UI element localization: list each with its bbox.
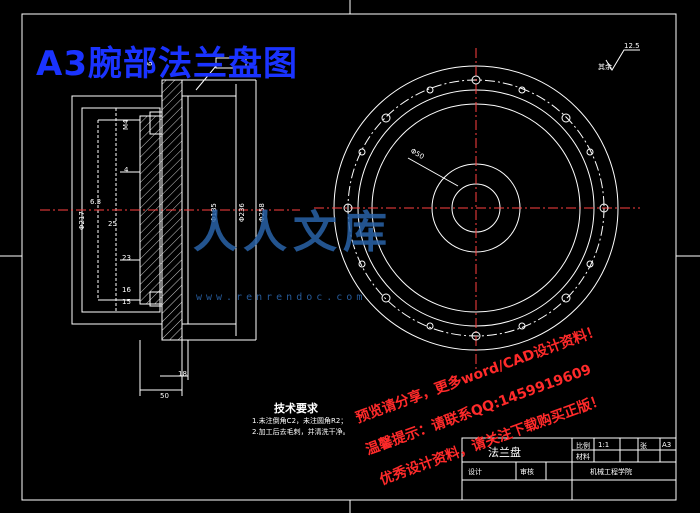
dim-25: 25 [108,220,117,228]
dim-4: 4 [124,166,129,174]
title-block [461,437,677,501]
section-view [40,57,300,396]
school: 机械工程学院 [590,468,632,476]
dim-50: 50 [160,392,169,400]
page-title: A3腕部法兰盘图 [36,44,298,84]
sheet-label: 张 [640,442,647,450]
dim-m4: M4 [122,119,130,131]
checker-label: 审核 [520,468,534,476]
designer-label: 设计 [468,468,482,476]
part-name: 法兰盘 [488,446,521,459]
dim-6-3: 6.3 [90,198,102,206]
dim-18: 18 [178,370,187,378]
scale-value: 1:1 [598,441,610,449]
front-view [314,48,640,372]
tech-requirements: 技术要求 1.未注倒角C2，未注圆角R2； 2.加工后去毛刺，并清洗干净。 [252,400,432,438]
dim-6: 6 [146,61,154,66]
dim-d217: Φ217 [78,211,86,230]
outer-border [21,13,677,501]
dim-15: 15 [122,298,131,306]
watermark-url: www.renrendoc.com [196,292,367,303]
material-label: 材料 [576,453,590,461]
roughness-label: 其余 [598,63,612,71]
dim-16: 16 [122,286,131,294]
dim-23: 23 [122,254,131,262]
sheet-value: A3 [662,441,672,449]
watermark-logo: 人人文库 [193,207,393,258]
tech-title: 技术要求 [274,402,318,415]
scale-label: 比例 [576,442,590,450]
tech-line-2: 2.加工后去毛刺，并清洗干净。 [252,428,350,436]
roughness-value: 12.5 [624,42,640,50]
tech-line-1: 1.未注倒角C2，未注圆角R2； [252,417,348,425]
